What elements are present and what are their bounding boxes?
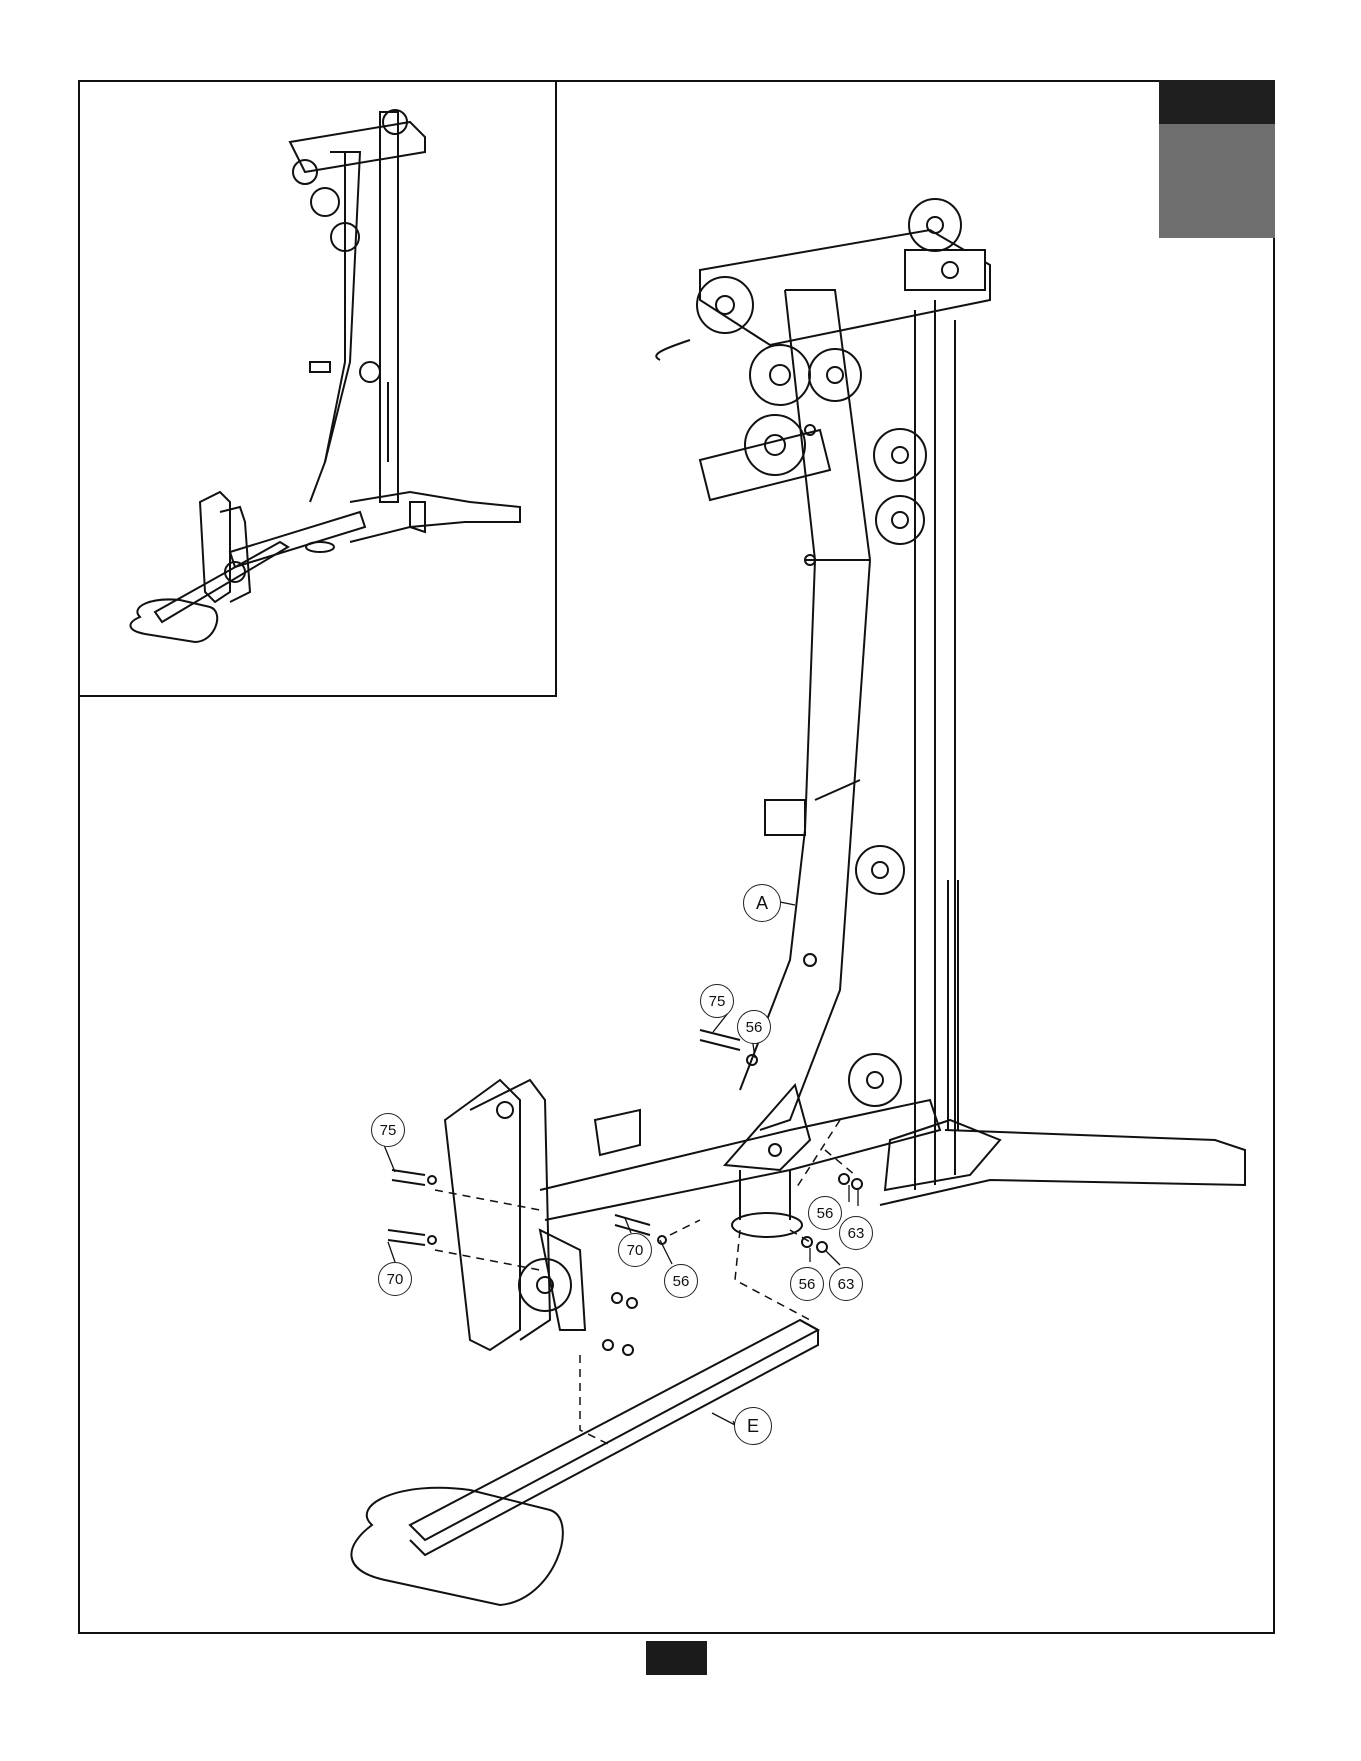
- pulley-a: [750, 345, 810, 405]
- callout-washer-56-low: 56: [790, 1267, 824, 1301]
- front-arm: [445, 1080, 520, 1350]
- pulley-b: [745, 415, 805, 475]
- selector-rod: [948, 880, 958, 1130]
- pulley-top: [909, 199, 961, 251]
- callout-washer-56-right: 56: [808, 1196, 842, 1230]
- floor-plate: [732, 1213, 802, 1237]
- callout-washer-56-top: 56: [737, 1010, 771, 1044]
- pulley-front: [519, 1259, 571, 1311]
- callout-nut-63-right: 63: [839, 1216, 873, 1250]
- callout-bolt-70-mid: 70: [618, 1233, 652, 1267]
- pulley-mid: [856, 846, 904, 894]
- callout-bolt-70-left: 70: [378, 1262, 412, 1296]
- callout-bolt-75-top: 75: [700, 984, 734, 1018]
- callout-tube-e: E: [734, 1407, 772, 1445]
- pulley-left: [697, 277, 753, 333]
- overview-drawing: [80, 82, 559, 699]
- callout-nut-63-low: 63: [829, 1267, 863, 1301]
- foot-plate: [351, 1488, 562, 1605]
- callout-washer-56-mid: 56: [664, 1264, 698, 1298]
- callout-frame-a: A: [743, 884, 781, 922]
- callout-bolt-75-left: 75: [371, 1113, 405, 1147]
- overview-inset: [78, 80, 557, 697]
